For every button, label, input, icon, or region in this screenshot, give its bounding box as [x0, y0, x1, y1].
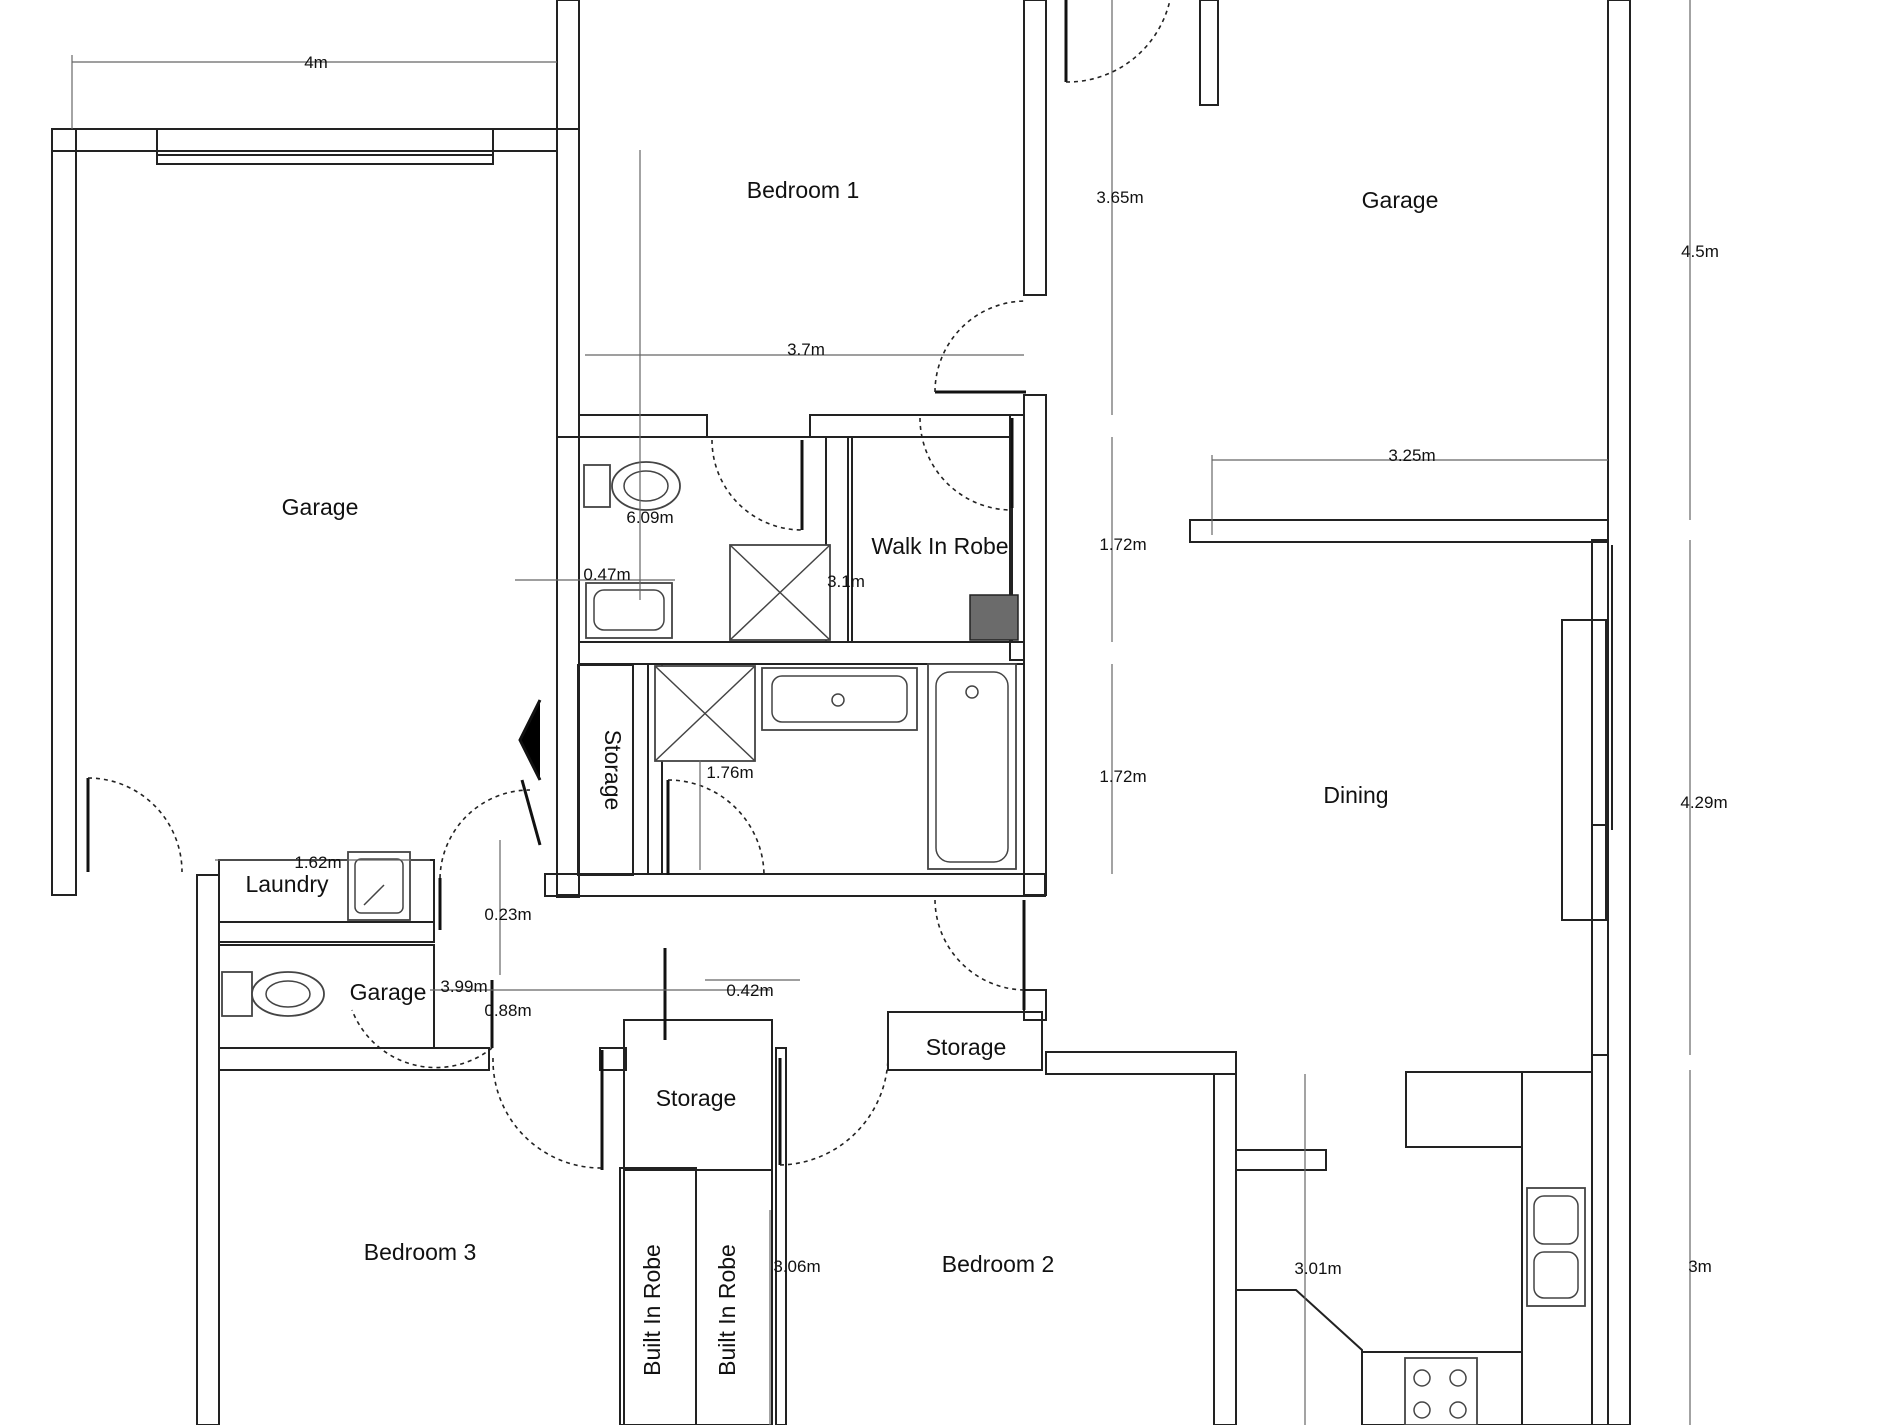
wall-wc-bottom — [218, 1047, 490, 1071]
wall-kitchen-stub — [1235, 1149, 1327, 1171]
wall-left-garage-right — [556, 0, 580, 896]
doors — [86, 0, 1171, 1170]
dim-robe-height: 1.72m — [1099, 535, 1146, 554]
room-label-garage-small: Garage — [350, 979, 427, 1005]
dim-bedroom1-height: 3.65m — [1096, 188, 1143, 207]
robe-appliance — [969, 594, 1019, 641]
wall-bed1-bottom-a — [578, 414, 708, 438]
interior-lines — [156, 128, 1613, 1425]
wc-box — [218, 944, 435, 1049]
wall-robe-right — [1009, 414, 1025, 661]
room-label-laundry: Laundry — [245, 871, 329, 897]
dim-wc-width: 3.99m — [440, 977, 487, 996]
built-in-robe-2-box — [695, 1169, 773, 1425]
wall-lower-left-room-right — [775, 1047, 787, 1425]
dim-bath-width: 1.76m — [706, 763, 753, 782]
dim-laundry-width: 1.62m — [294, 853, 341, 872]
room-label-bedroom-1: Bedroom 1 — [747, 177, 860, 203]
room-label-bedroom-2: Bedroom 2 — [942, 1251, 1055, 1277]
room-label-storage-vertical: Storage — [600, 730, 626, 811]
dim-right-garage-width: 3.25m — [1388, 446, 1435, 465]
wall-hall-bottom-mid — [599, 1047, 627, 1071]
robe-room-outline — [851, 436, 1013, 643]
dim-hall-small: 0.42m — [726, 981, 773, 1000]
left-garage-window-frame — [156, 128, 494, 165]
dim-laundry-gap: 0.23m — [484, 905, 531, 924]
wall-laundry-bottom — [218, 921, 435, 943]
dimension-lines — [71, 0, 1691, 1425]
wall-bed2-right — [1213, 1073, 1237, 1425]
bathroom-vanity — [761, 667, 918, 731]
storage-vertical-box — [577, 664, 634, 876]
wall-upper-left-stub — [556, 0, 580, 130]
kitchen-bench-bottom — [1361, 1351, 1523, 1425]
room-label-dining: Dining — [1323, 782, 1388, 808]
dim-bedroom1-width: 3.7m — [787, 340, 825, 359]
wall-kitchen-right-strip — [1591, 1054, 1609, 1425]
room-label-garage-left: Garage — [282, 494, 359, 520]
wall-ensuite-bottom — [578, 641, 1025, 665]
dim-kitchen-height: 3.01m — [1294, 1259, 1341, 1278]
ensuite-toilet-cistern — [583, 464, 611, 508]
room-label-built-in-robe-2: Built In Robe — [714, 1244, 740, 1376]
wall-left-garage-top — [51, 128, 558, 152]
room-labels: Garage Bedroom 1 Garage Walk In Robe Sto… — [245, 177, 1438, 1376]
wall-central — [1023, 394, 1047, 896]
wall-bed1-right — [1023, 0, 1047, 296]
wall-bed2-top — [1045, 1051, 1237, 1075]
dim-ensuite-small: 0.47m — [583, 565, 630, 584]
laundry-tub — [347, 851, 411, 921]
kitchen-bench-angled — [1236, 1289, 1363, 1425]
wall-top-door-post — [1199, 0, 1219, 106]
wc-toilet-bowl — [251, 971, 325, 1017]
room-label-built-in-robe-1: Built In Robe — [639, 1244, 665, 1376]
dim-wc-depth: 0.88m — [484, 1001, 531, 1020]
dim-kitchen-right: 3m — [1688, 1257, 1712, 1276]
dim-dining-height: 4.29m — [1680, 793, 1727, 812]
room-label-storage-right: Storage — [926, 1034, 1007, 1060]
ensuite-toilet-bowl — [611, 461, 681, 511]
room-label-walk-in-robe: Walk In Robe — [871, 533, 1008, 559]
room-label-storage-hall: Storage — [656, 1085, 737, 1111]
dimension-labels: 4m 3.65m 4.5m 3.7m 3.25m 6.09m 0.47m 3.1… — [294, 53, 1727, 1278]
dim-right-garage-height: 4.5m — [1681, 242, 1719, 261]
fixtures — [221, 461, 1586, 1425]
walls — [51, 0, 1631, 1425]
wall-bath-bottom — [544, 873, 1046, 897]
kitchen-island — [1405, 1071, 1523, 1148]
dim-top-width: 4m — [304, 53, 328, 72]
dim-robe-length: 3.06m — [773, 1257, 820, 1276]
dim-ensuite-width: 6.09m — [626, 508, 673, 527]
wall-ensuite-left — [556, 436, 580, 898]
wall-left-garage-left — [51, 128, 77, 896]
storage-right-box — [887, 1011, 1043, 1071]
wall-laundry-left — [196, 874, 220, 1425]
wall-bed1-bottom-b — [809, 414, 1011, 438]
wall-right-garage-bottom — [1189, 519, 1609, 543]
kitchen-sink — [1526, 1187, 1586, 1307]
bathtub — [927, 663, 1017, 870]
dim-ensuite-len: 3.1m — [827, 572, 865, 591]
wc-toilet-cistern — [221, 971, 253, 1017]
dim-bath-height: 1.72m — [1099, 767, 1146, 786]
kitchen-bench-right — [1521, 1071, 1593, 1425]
room-label-garage-right: Garage — [1362, 187, 1439, 213]
room-label-bedroom-3: Bedroom 3 — [364, 1239, 477, 1265]
